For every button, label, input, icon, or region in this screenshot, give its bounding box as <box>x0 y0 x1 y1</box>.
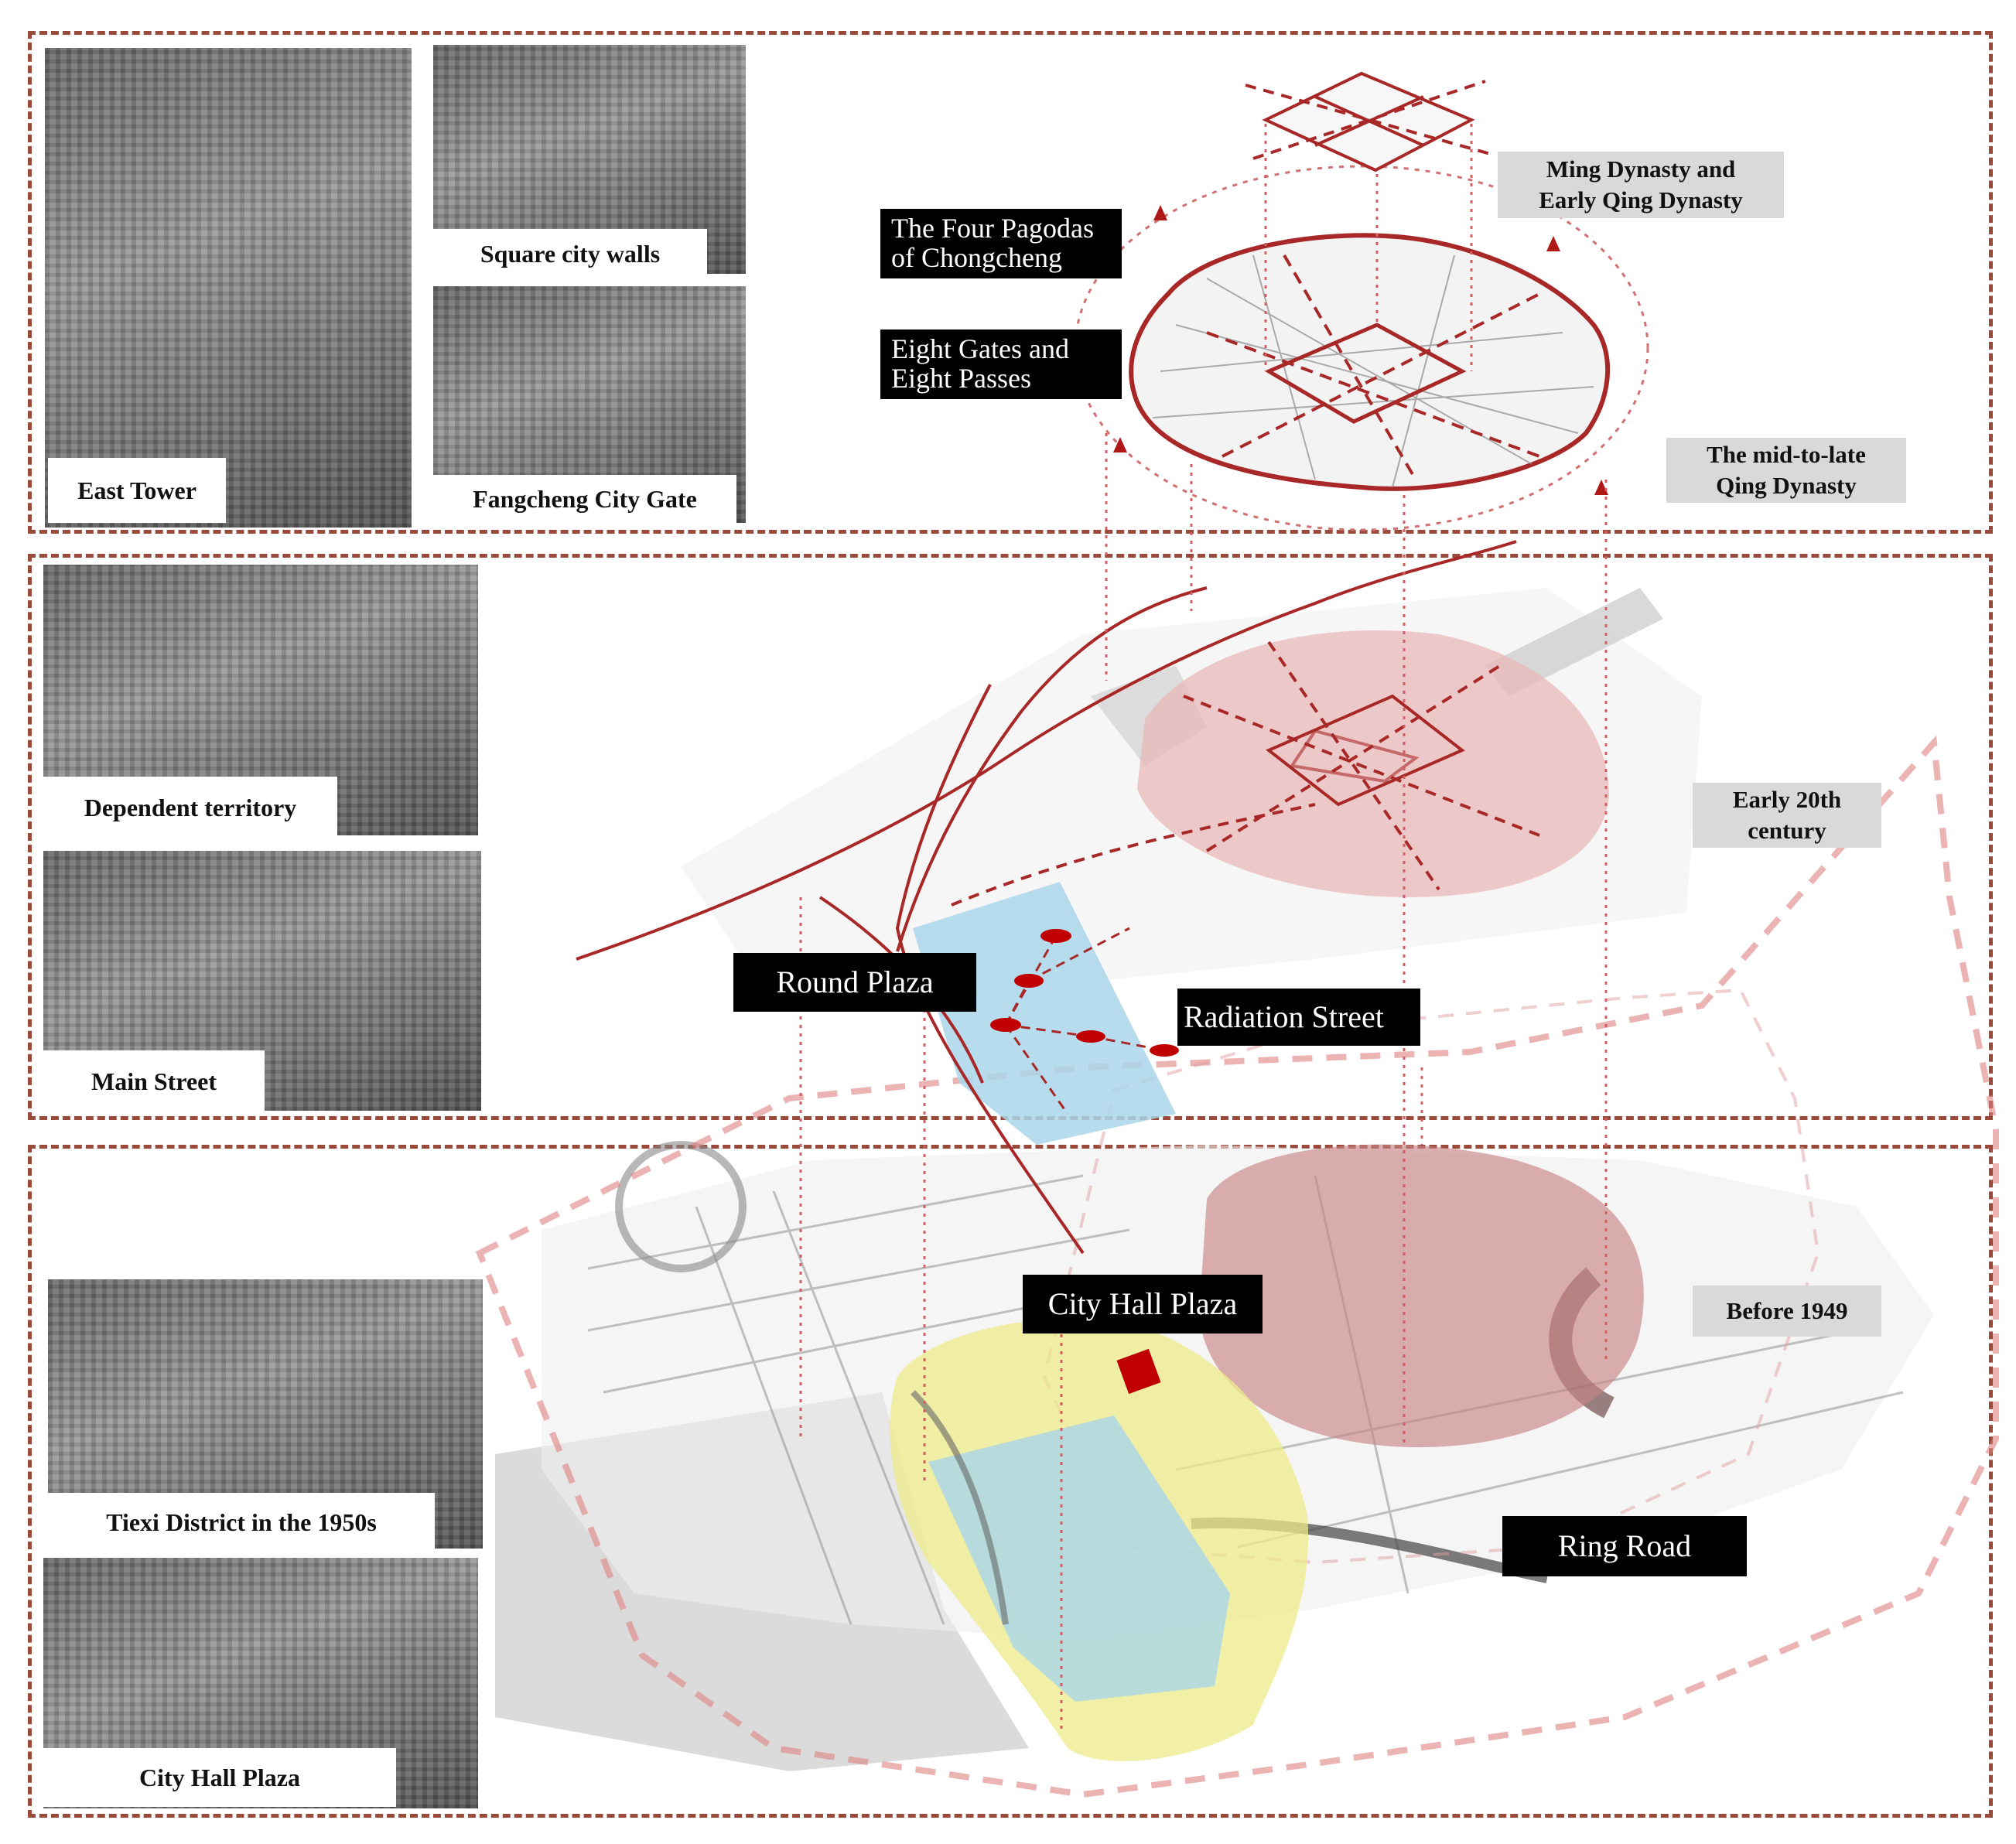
plaza-nodes <box>990 929 1179 1057</box>
label-four-pagodas: The Four Pagodas of Chongcheng <box>880 209 1122 278</box>
caption-main-street: Main Street <box>43 1050 265 1112</box>
label-round-plaza: Round Plaza <box>733 953 976 1012</box>
old-city-grid-early-20th <box>1183 640 1540 891</box>
old-city-zone-early-20th <box>1137 630 1609 897</box>
era-early-20th: Early 20th century <box>1693 783 1881 848</box>
label-city-hall-plaza: City Hall Plaza <box>1023 1275 1263 1333</box>
era-ming-qing: Ming Dynasty and Early Qing Dynasty <box>1498 152 1784 218</box>
ming-square-top <box>1245 71 1494 172</box>
blue-zone-1949 <box>928 1415 1230 1702</box>
mid-late-qing-wall <box>1129 233 1611 491</box>
fangcheng-square <box>1206 254 1540 481</box>
photo-east-tower <box>45 48 412 528</box>
caption-square-walls: Square city walls <box>433 229 707 278</box>
panel-ming-qing <box>28 31 1993 534</box>
projection-lines <box>799 124 1608 1733</box>
caption-city-hall-plaza-photo: City Hall Plaza <box>43 1748 396 1807</box>
old-city-zone-1949 <box>1199 1144 1644 1448</box>
blue-zone-early-20th <box>913 882 1176 1145</box>
era-mid-late-qing: The mid-to-late Qing Dynasty <box>1666 438 1906 503</box>
photo-main-street <box>43 851 481 1111</box>
label-radiation-street: Radiation Street <box>1177 989 1420 1046</box>
era-before-1949: Before 1949 <box>1693 1286 1881 1337</box>
city-hall-marker <box>1116 1348 1161 1395</box>
caption-fangcheng-gate: Fangcheng City Gate <box>433 475 736 523</box>
label-eight-gates: Eight Gates and Eight Passes <box>880 330 1122 399</box>
pagoda-ring <box>1074 165 1649 531</box>
city-boundary-dashed <box>475 735 1999 1798</box>
caption-tiexi-district: Tiexi District in the 1950s <box>48 1493 435 1552</box>
label-ring-road: Ring Road <box>1502 1516 1747 1576</box>
caption-dependent-territory: Dependent territory <box>43 777 337 838</box>
caption-east-tower: East Tower <box>48 458 226 523</box>
rail-line-1949 <box>911 1390 1009 1625</box>
